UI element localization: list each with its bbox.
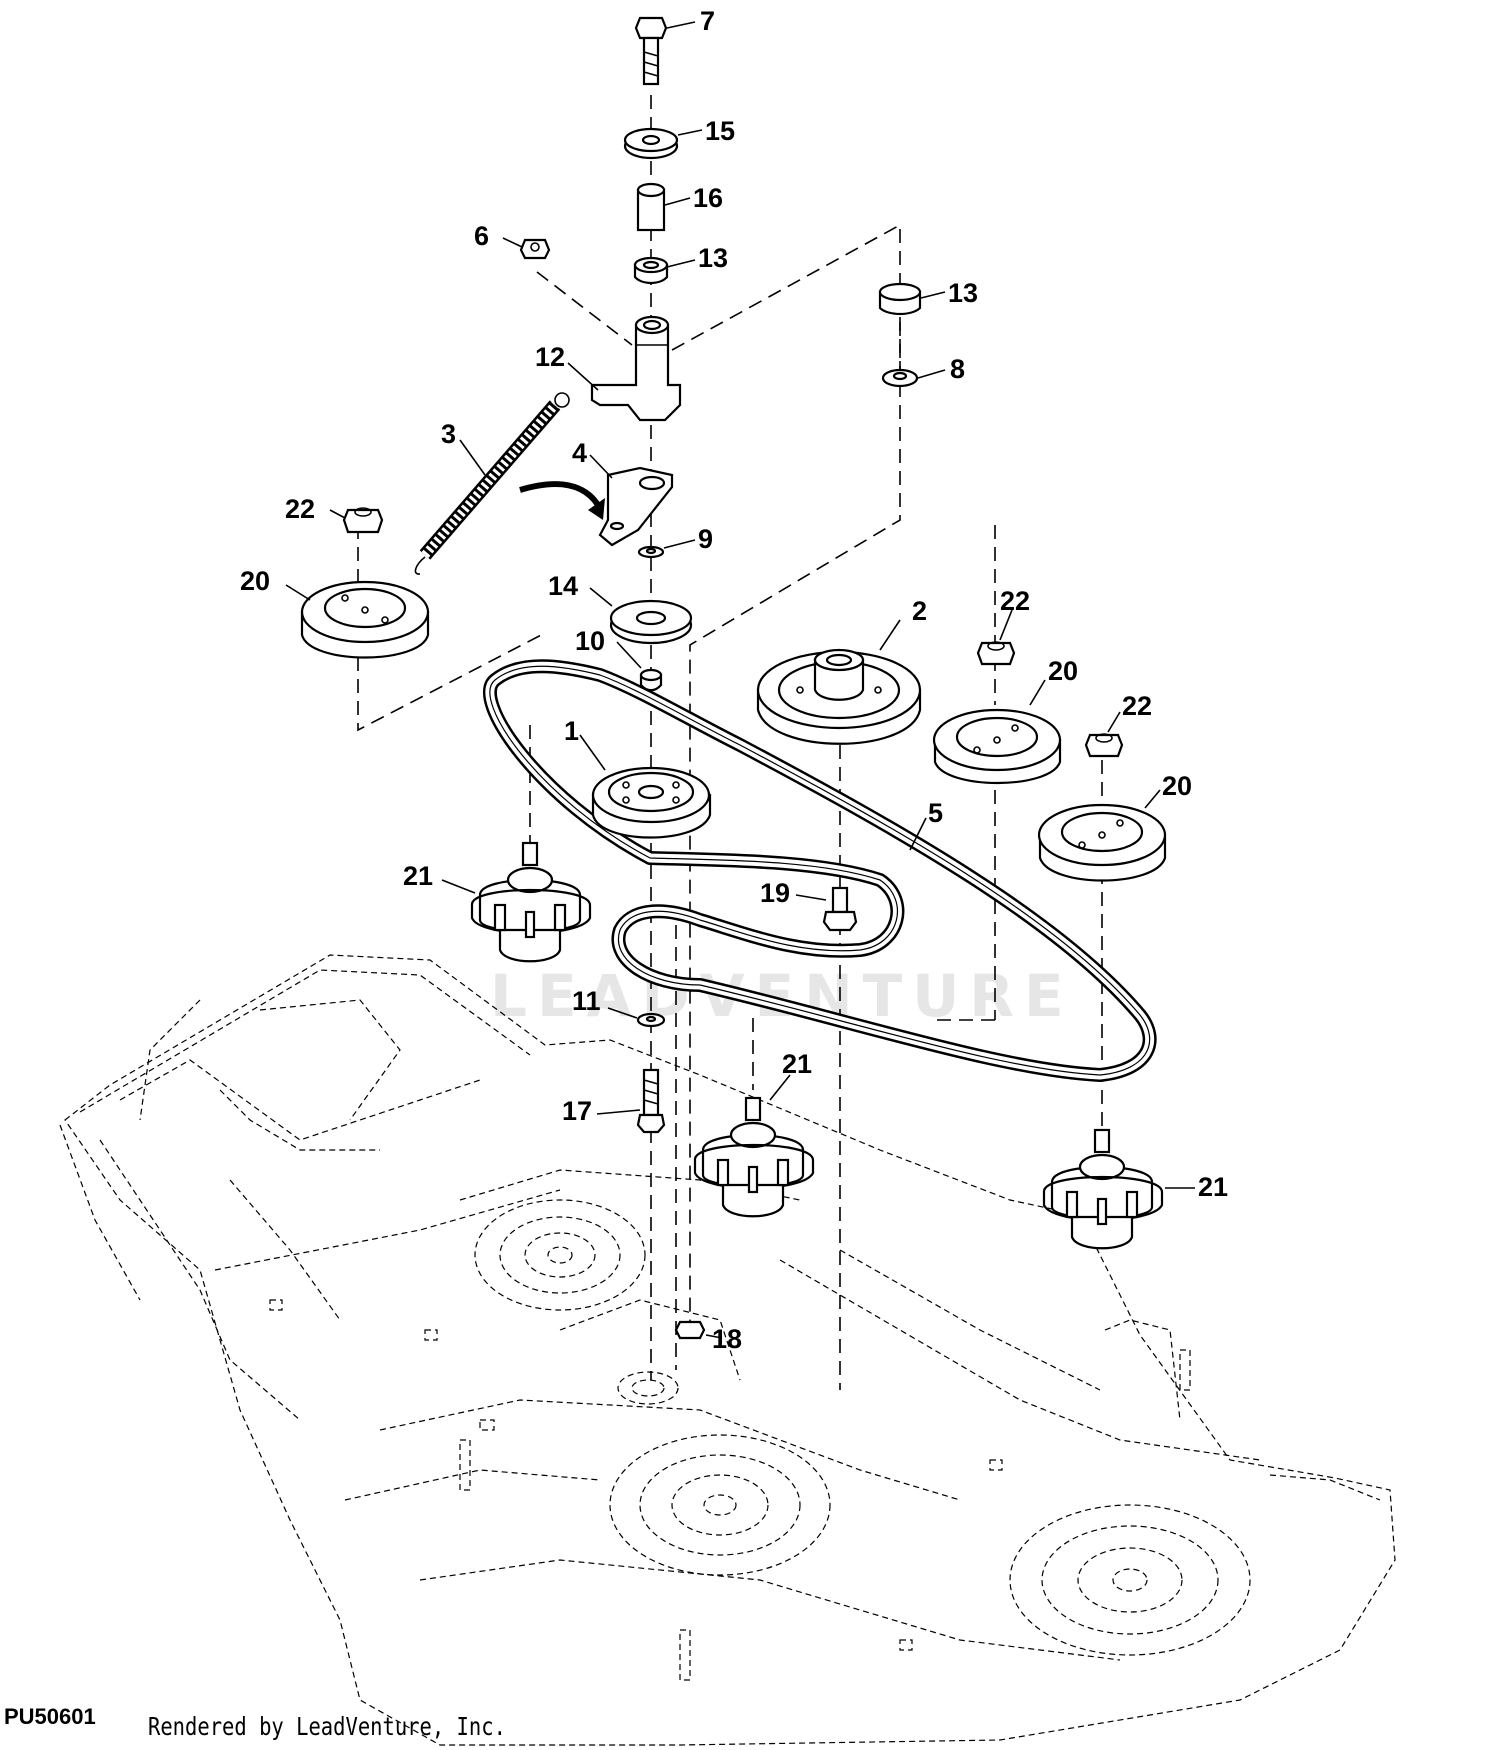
washer-9 bbox=[637, 545, 665, 559]
pulley-20-left bbox=[300, 580, 430, 659]
callout-3: 3 bbox=[441, 419, 456, 449]
washer-8 bbox=[881, 368, 919, 388]
bushing-13-right bbox=[878, 282, 922, 316]
bolt-19 bbox=[822, 886, 858, 932]
callout-14: 14 bbox=[548, 571, 578, 601]
callout-22-middle: 22 bbox=[1000, 586, 1030, 616]
bolt-17 bbox=[636, 1068, 666, 1134]
callout-13-left: 13 bbox=[698, 243, 728, 273]
callout-22-right: 22 bbox=[1122, 691, 1152, 721]
callout-8: 8 bbox=[950, 354, 965, 384]
bushing-10 bbox=[639, 668, 663, 692]
washer-14 bbox=[609, 599, 693, 645]
spacer-16 bbox=[636, 182, 666, 232]
callout-2: 2 bbox=[912, 596, 927, 626]
callout-4: 4 bbox=[572, 438, 587, 468]
nut-22-left bbox=[342, 507, 384, 534]
callout-21-middle: 21 bbox=[782, 1049, 812, 1079]
pulley-20-middle bbox=[932, 708, 1062, 784]
spindle-21-left bbox=[470, 841, 592, 963]
callout-6: 6 bbox=[474, 221, 489, 251]
callout-7: 7 bbox=[700, 6, 715, 36]
render-credit: Rendered by LeadVenture, Inc. bbox=[148, 1712, 506, 1741]
idler-arm-12 bbox=[590, 315, 682, 422]
drive-pulley-2 bbox=[756, 648, 922, 745]
callout-9: 9 bbox=[698, 524, 713, 554]
callout-1: 1 bbox=[564, 716, 579, 746]
bracket-4 bbox=[598, 466, 674, 547]
callout-5: 5 bbox=[928, 798, 943, 828]
figure-id: PU50601 bbox=[4, 1704, 96, 1729]
callout-13-right: 13 bbox=[948, 278, 978, 308]
idler-pulley-1 bbox=[591, 766, 712, 839]
nut-22-middle bbox=[976, 641, 1016, 666]
spindle-21-middle bbox=[693, 1096, 815, 1218]
washer-15 bbox=[623, 127, 679, 160]
callout-21-right: 21 bbox=[1198, 1172, 1228, 1202]
callout-17: 17 bbox=[562, 1096, 592, 1126]
callout-22-left: 22 bbox=[285, 494, 315, 524]
callout-16: 16 bbox=[693, 183, 723, 213]
nut-18 bbox=[674, 1320, 706, 1340]
callout-19: 19 bbox=[760, 878, 790, 908]
leader-lines bbox=[285, 21, 1195, 1339]
bushing-13-left bbox=[633, 256, 669, 285]
callout-20-middle: 20 bbox=[1048, 656, 1078, 686]
callout-18: 18 bbox=[712, 1324, 742, 1354]
watermark: LEADVENTURE bbox=[490, 962, 1074, 1030]
drive-belt bbox=[483, 659, 1157, 1082]
pulley-20-right bbox=[1037, 803, 1167, 882]
spindle-21-right bbox=[1042, 1128, 1164, 1250]
nut-22-right bbox=[1084, 733, 1124, 758]
callout-20-left: 20 bbox=[240, 566, 270, 596]
callout-21-left: 21 bbox=[403, 861, 433, 891]
arrow-icon bbox=[519, 481, 605, 520]
callout-11: 11 bbox=[572, 986, 601, 1016]
washer-11 bbox=[636, 1012, 666, 1028]
nut-6 bbox=[519, 238, 551, 260]
callout-20-right: 20 bbox=[1162, 771, 1192, 801]
callout-15: 15 bbox=[705, 116, 735, 146]
callouts: 7 15 16 6 13 13 8 12 3 4 22 9 20 14 10 2… bbox=[240, 6, 1228, 1354]
bolt-7 bbox=[634, 16, 668, 86]
mower-deck-outline bbox=[59, 954, 1396, 1746]
callout-12: 12 bbox=[535, 342, 565, 372]
spring-3 bbox=[414, 392, 570, 575]
callout-10: 10 bbox=[575, 626, 605, 656]
